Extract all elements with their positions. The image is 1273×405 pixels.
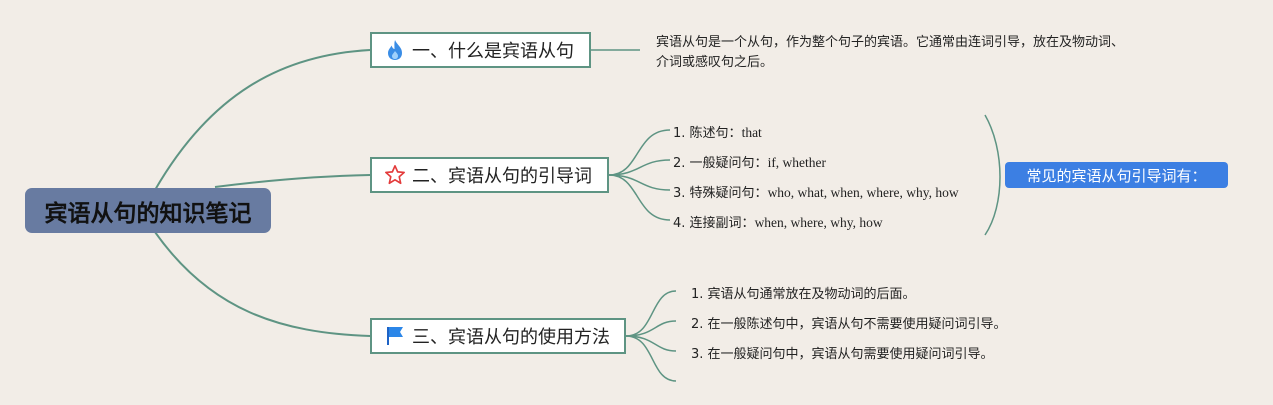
summary-bracket [984, 114, 1001, 236]
branch-label: 二、宾语从句的引导词 [412, 166, 592, 187]
list-item[interactable]: 1. 宾语从句通常放在及物动词的后面。 [691, 287, 916, 302]
list-item[interactable]: 2. 一般疑问句：if, whether [673, 155, 827, 171]
connector-root-branch-2 [214, 174, 371, 188]
connector-root-branch-3 [154, 231, 371, 337]
branch-label: 一、什么是宾语从句 [412, 41, 574, 62]
connector-root-branch-1 [154, 49, 371, 191]
definition-text: 宾语从句是一个从句，作为整个句子的宾语。它通常由连词引导，放在及物动词、介词或感… [656, 35, 1125, 70]
branch-what-is-object-clause[interactable]: 一、什么是宾语从句 [370, 32, 591, 68]
list-item[interactable]: 3. 特殊疑问句：who, what, when, where, why, ho… [673, 185, 959, 201]
fire-icon [384, 39, 406, 61]
list-item[interactable]: 2. 在一般陈述句中，宾语从句不需要使用疑问词引导。 [691, 317, 1007, 332]
branch-usage[interactable]: 三、宾语从句的使用方法 [370, 318, 626, 354]
list-item[interactable]: 3. 在一般疑问句中，宾语从句需要使用疑问词引导。 [691, 347, 994, 362]
connector-branch-2-items [608, 129, 671, 221]
connector-branch-3-items [625, 290, 677, 382]
list-item[interactable]: 1. 陈述句：that [673, 125, 762, 141]
root-node[interactable]: 宾语从句的知识笔记 [25, 188, 271, 233]
flag-icon [384, 325, 406, 347]
list-item[interactable]: 4. 连接副词：when, where, why, how [673, 215, 883, 231]
branch-label: 三、宾语从句的使用方法 [412, 327, 610, 348]
summary-label[interactable]: 常见的宾语从句引导词有： [1005, 162, 1228, 188]
star-icon [384, 164, 406, 186]
branch-introducers[interactable]: 二、宾语从句的引导词 [370, 157, 609, 193]
